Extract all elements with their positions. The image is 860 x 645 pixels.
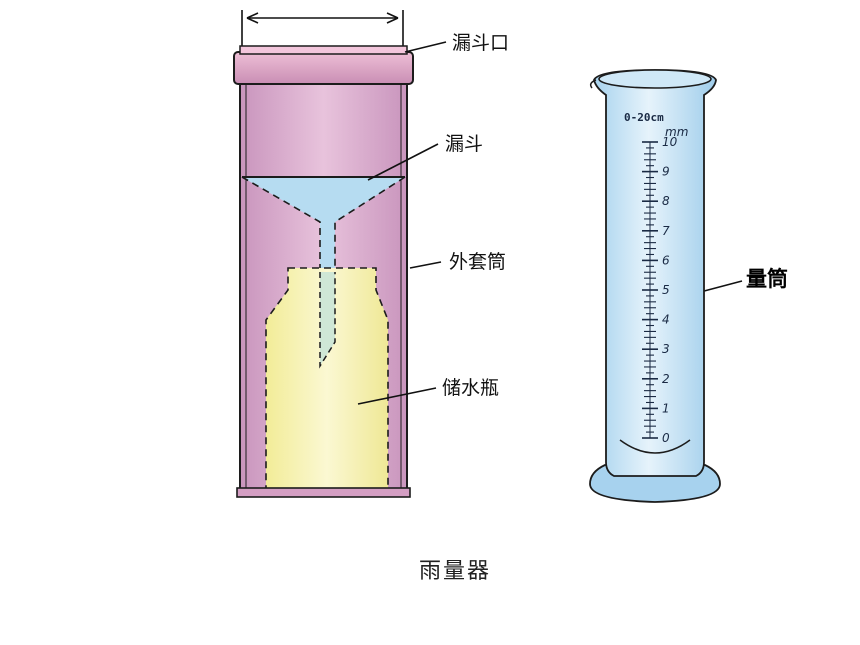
scale-number: 8 [662,194,670,208]
scale-number: 10 [662,135,678,149]
label-outer-sleeve: 外套筒 [449,251,506,273]
diagram-title: 雨量器 [419,559,491,584]
rain-gauge [233,10,414,498]
scale-number: 0 [662,431,670,445]
scale-number: 1 [662,401,670,415]
funnel-mouth-rim [233,51,414,85]
cylinder-unit: mm [665,125,688,139]
scale-number: 3 [662,342,670,356]
cylinder-spec: 0-20cm [624,111,664,124]
label-funnel-mouth: 漏斗口 [452,32,509,54]
cylinder-body [593,69,717,477]
cylinder-scale-ticks [642,141,658,439]
label-leaders [357,41,743,405]
scale-number: 5 [662,283,670,297]
scale-number: 4 [662,313,670,327]
scale-number: 2 [662,372,670,386]
scale-number: 9 [662,165,670,179]
mouth-width-dimension [241,10,404,50]
label-storage-bottle: 储水瓶 [442,377,499,399]
label-measuring-cylinder: 量筒 [746,267,788,291]
scale-number: 6 [662,253,670,267]
funnel [242,177,405,272]
scale-number: 7 [662,224,670,238]
funnel-spout [319,272,336,369]
cylinder-mouth [598,69,712,89]
label-funnel: 漏斗 [445,133,483,155]
